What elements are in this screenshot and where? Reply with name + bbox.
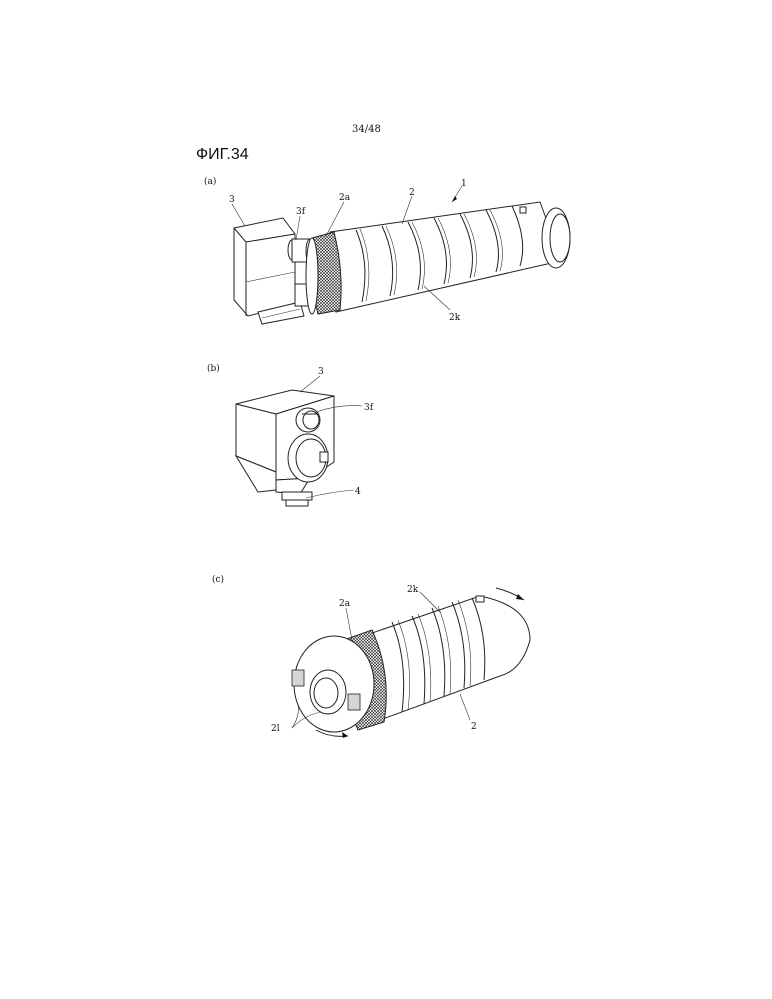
ref-2-c: 2 <box>471 722 477 732</box>
ref-2a-c: 2a <box>339 599 351 609</box>
panel-b-drawing: 3 3f 4 <box>236 367 374 506</box>
toner-bottle-c <box>292 596 530 732</box>
ref-2k-c: 2k <box>407 585 419 595</box>
toner-bottle-a <box>306 202 570 314</box>
ref-2-a: 2 <box>409 188 415 198</box>
ref-3-b: 3 <box>318 367 324 377</box>
ref-1-a: 1 <box>461 179 467 189</box>
hopper-3-a <box>234 218 304 324</box>
ref-4-b: 4 <box>355 487 361 497</box>
panel-c-drawing: 2k 2a 2l 2 <box>271 585 530 738</box>
hopper-3-b <box>236 390 334 506</box>
ref-3f-a: 3f <box>296 207 306 217</box>
ref-2k-a: 2k <box>449 313 461 323</box>
panel-a-drawing: 3 3f 2a 2 1 2k <box>229 179 570 324</box>
ref-2l-c: 2l <box>271 724 280 734</box>
ref-3f-b: 3f <box>364 403 374 413</box>
ref-2a-a: 2a <box>339 193 351 203</box>
ref-3-a: 3 <box>229 195 235 205</box>
